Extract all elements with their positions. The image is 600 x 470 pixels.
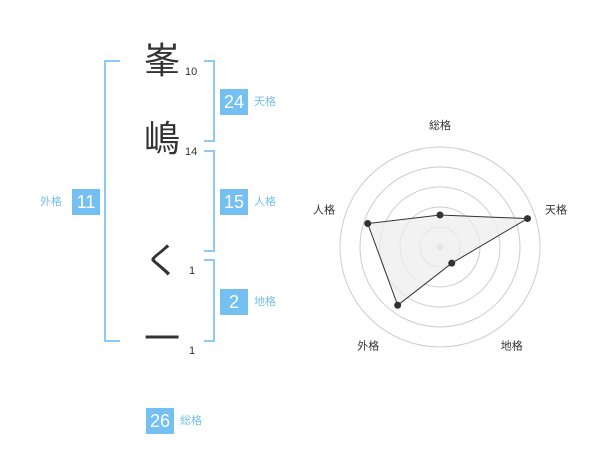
tenkaku-label: 天格 <box>254 95 276 108</box>
chikaku-value: 2 <box>220 289 248 315</box>
tenkaku-value: 24 <box>220 89 248 115</box>
stroke-count-2: 14 <box>185 146 198 158</box>
radar-point-2 <box>523 215 531 223</box>
tenkaku-bracket <box>204 60 215 142</box>
stroke-count-3: 1 <box>189 265 196 277</box>
radar-ring <box>339 146 541 348</box>
radar-axis-label: 人格 <box>313 202 335 216</box>
radar-point-3 <box>448 259 456 267</box>
radar-axis-label: 天格 <box>545 202 567 216</box>
radar-ring <box>359 166 521 328</box>
soukaku-value: 26 <box>146 408 174 434</box>
stroke-count-1: 10 <box>185 66 198 78</box>
radar-point-5 <box>364 220 372 228</box>
jinkaku-label: 人格 <box>254 195 276 208</box>
chikaku-bracket <box>204 259 215 342</box>
gaikaku-bracket <box>104 60 120 342</box>
jinkaku-value: 15 <box>220 189 248 215</box>
radar-polygon <box>367 214 530 307</box>
radar-points <box>364 211 531 309</box>
radar-point-4 <box>394 301 402 309</box>
radar-point-1 <box>436 211 444 219</box>
gaikaku-value: 11 <box>72 189 100 215</box>
radar-grid <box>339 146 541 348</box>
radar-axis-label: 外格 <box>357 339 379 353</box>
radar-axis-label: 総格 <box>429 118 451 132</box>
name-char-4: 一 <box>143 319 180 360</box>
stroke-count-4: 1 <box>189 345 196 357</box>
gaikaku-label: 外格 <box>40 195 62 208</box>
chikaku-label: 地格 <box>254 295 276 308</box>
name-char-1: 峯 <box>143 41 180 82</box>
jinkaku-bracket <box>204 150 215 252</box>
name-char-2: 嶋 <box>143 119 180 160</box>
soukaku-label: 総格 <box>180 414 202 427</box>
name-char-3: く <box>143 241 180 282</box>
radar-axis-label: 地格 <box>501 339 523 353</box>
